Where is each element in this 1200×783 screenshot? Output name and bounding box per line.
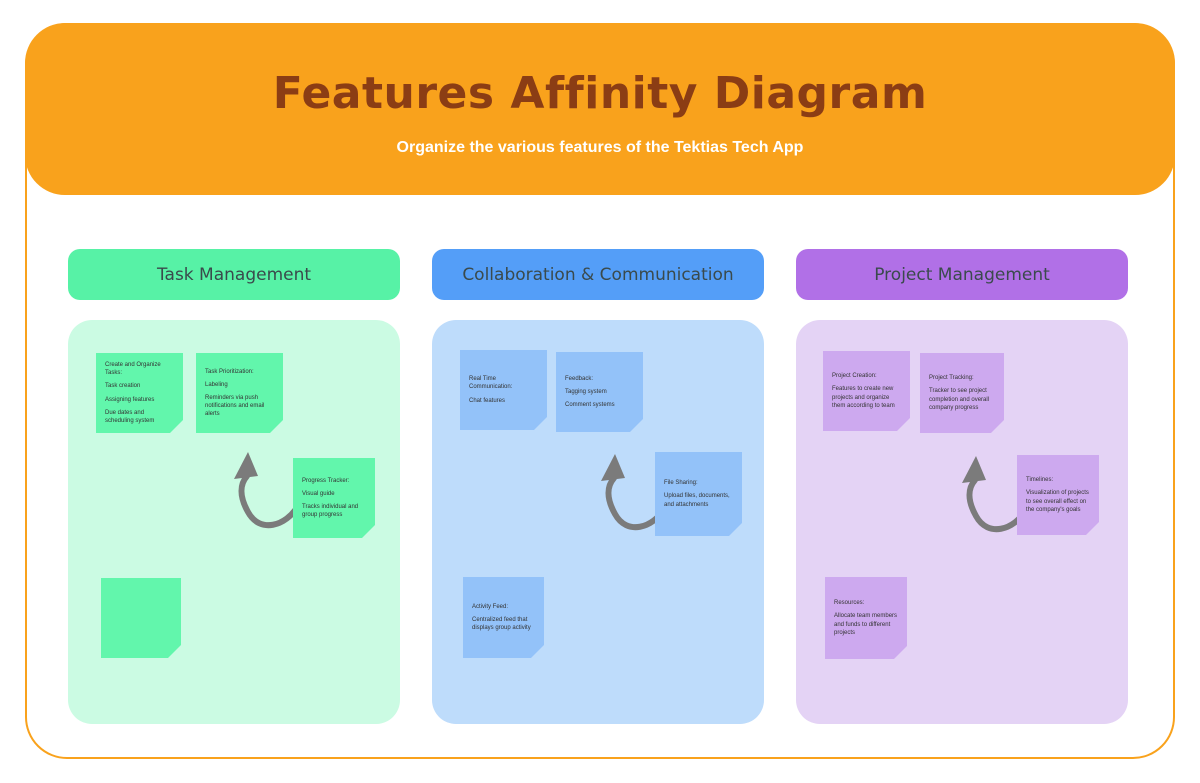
page-frame: Features Affinity Diagram Organize the v…: [25, 23, 1175, 759]
note-line: Comment systems: [565, 402, 615, 409]
note-line: Resources:: [834, 600, 865, 607]
note-line: Reminders via push notifications and ema…: [205, 394, 265, 418]
note-line: Tracks individual and group progress: [302, 504, 359, 519]
page-title: Features Affinity Diagram: [272, 67, 928, 119]
sticky-note[interactable]: Timelines: Visualization of projects to …: [1017, 455, 1099, 535]
note-line: Create and Organize Tasks:: [105, 362, 161, 377]
sticky-note[interactable]: Create and Organize Tasks: Task creation…: [96, 353, 183, 433]
note-line: Upload files, documents, and attachments: [664, 493, 730, 508]
sticky-note[interactable]: Feedback: Tagging system Comment systems: [556, 352, 643, 432]
note-line: Activity Feed:: [472, 603, 509, 610]
note-line: Progress Tracker:: [302, 477, 350, 484]
column-header-collaboration-communication: Collaboration & Communication: [432, 249, 764, 300]
note-line: Project Tracking:: [929, 375, 974, 382]
note-line: Due dates and scheduling system: [105, 409, 155, 424]
column-panel-project-management: Project Creation: Features to create new…: [796, 320, 1128, 724]
column-panel-task-management: Create and Organize Tasks: Task creation…: [68, 320, 400, 724]
curved-arrow-icon: [234, 452, 301, 529]
sticky-note-empty[interactable]: [101, 578, 181, 658]
sticky-note[interactable]: Task Prioritization: Labeling Reminders …: [196, 353, 283, 433]
sticky-note[interactable]: File Sharing: Upload files, documents, a…: [655, 452, 742, 536]
column-header-task-management: Task Management: [68, 249, 400, 300]
column-collaboration-communication: Collaboration & Communication Real Time …: [432, 249, 764, 724]
sticky-note[interactable]: Activity Feed: Centralized feed that dis…: [463, 577, 544, 658]
note-line: Visual guide: [302, 490, 335, 497]
sticky-note[interactable]: Resources: Allocate team members and fun…: [825, 577, 907, 659]
note-line: Timelines:: [1026, 477, 1054, 484]
column-header-project-management: Project Management: [796, 249, 1128, 300]
note-line: Tagging system: [565, 388, 607, 395]
page-subtitle: Organize the various features of the Tek…: [396, 138, 804, 156]
note-line: Features to create new projects and orga…: [832, 386, 895, 409]
note-line: Labeling: [205, 381, 228, 388]
note-line: Allocate team members and funds to diffe…: [834, 613, 898, 636]
column-project-management: Project Management Project Creation: Fea…: [796, 249, 1128, 724]
note-line: Chat features: [469, 397, 506, 404]
note-line: Tracker to see project completion and ov…: [929, 388, 990, 411]
note-line: Centralized feed that displays group act…: [472, 616, 531, 632]
note-line: Task creation: [105, 383, 141, 390]
column-panel-collaboration-communication: Real Time Communication: Chat features F…: [432, 320, 764, 724]
note-line: Task Prioritization:: [205, 368, 254, 375]
note-line: Visualization of projects to see overall…: [1026, 490, 1089, 513]
sticky-note[interactable]: Real Time Communication: Chat features: [460, 350, 547, 430]
note-line: Project Creation:: [832, 373, 877, 380]
header-banner: Features Affinity Diagram Organize the v…: [25, 23, 1175, 195]
note-line: File Sharing:: [664, 480, 698, 487]
curved-arrow-icon: [601, 454, 668, 531]
column-task-management: Task Management Create and Organize Task…: [68, 249, 400, 724]
sticky-note[interactable]: Progress Tracker: Visual guide Tracks in…: [293, 458, 375, 538]
sticky-note[interactable]: Project Tracking: Tracker to see project…: [920, 353, 1004, 433]
note-line: Assigning features: [105, 396, 155, 403]
sticky-note[interactable]: Project Creation: Features to create new…: [823, 351, 910, 431]
note-line: Real Time Communication:: [469, 376, 513, 391]
note-line: Feedback:: [565, 375, 594, 382]
curved-arrow-icon: [962, 456, 1029, 533]
